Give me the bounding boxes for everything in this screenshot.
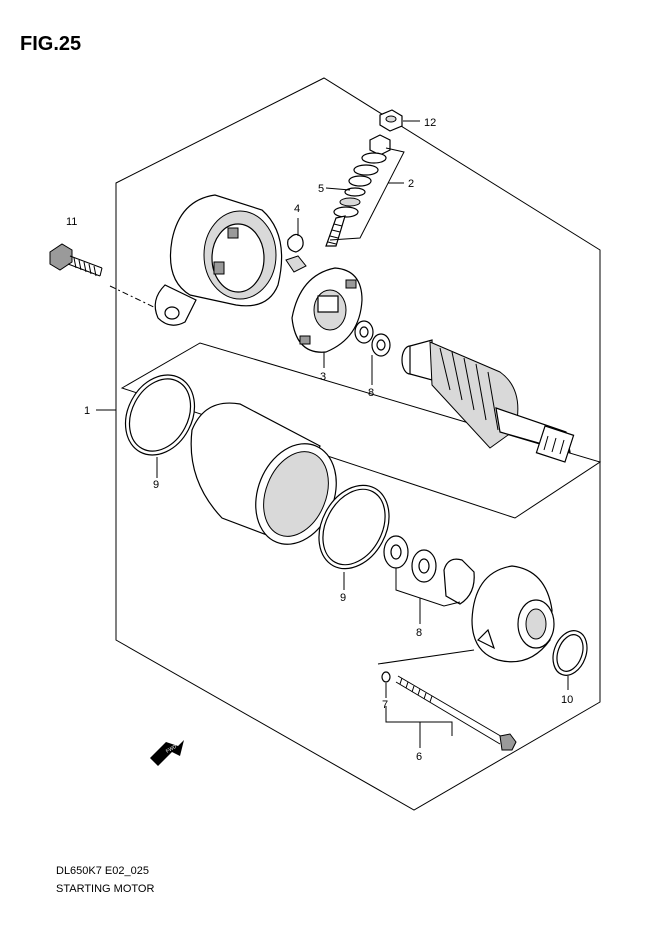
fwd-label: FWD xyxy=(165,744,178,755)
callout-4: 4 xyxy=(294,203,300,215)
leader-5 xyxy=(325,187,351,191)
o-ring-part-9-upper xyxy=(124,374,196,456)
callout-12: 12 xyxy=(424,117,436,129)
callout-3: 3 xyxy=(320,371,326,383)
leader-front-housing xyxy=(377,649,475,665)
callout-7: 7 xyxy=(382,699,388,711)
brush-spring-part-4 xyxy=(287,218,304,253)
figure-title: FIG.25 xyxy=(20,33,81,55)
figure-code: DL650K7 E02_025 xyxy=(56,865,149,877)
callout-2: 2 xyxy=(408,178,414,190)
fwd-arrow: FWD xyxy=(150,740,184,766)
bolt-part-11 xyxy=(49,243,103,277)
callout-8-upper: 8 xyxy=(368,387,374,399)
washers-part-8-lower xyxy=(383,535,475,605)
terminal-stack xyxy=(325,134,391,247)
brush xyxy=(285,255,307,273)
callout-11: 11 xyxy=(66,216,77,228)
bracket-6 xyxy=(385,706,453,736)
armature xyxy=(401,339,575,463)
callout-8-lower: 8 xyxy=(416,627,422,639)
figure-caption: STARTING MOTOR xyxy=(56,883,154,895)
callout-10: 10 xyxy=(561,694,573,706)
subassembly-frame xyxy=(120,342,602,519)
through-bolt-part-6 xyxy=(395,675,517,751)
yoke-housing xyxy=(190,402,337,545)
o-ring-part-10 xyxy=(552,630,588,676)
callout-1: 1 xyxy=(84,405,90,417)
assembly-frame xyxy=(115,77,601,811)
o-ring-part-9-lower xyxy=(318,484,390,570)
callout-9-upper: 9 xyxy=(153,479,159,491)
washers-part-8-upper xyxy=(354,320,391,357)
callout-5: 5 xyxy=(318,183,324,195)
callout-9-lower: 9 xyxy=(340,592,346,604)
nut-part-12 xyxy=(379,109,403,132)
brush-holder-part-3 xyxy=(291,267,363,353)
callout-6: 6 xyxy=(416,751,422,763)
bracket-2 xyxy=(329,147,405,241)
front-housing xyxy=(471,565,555,663)
washer-part-7 xyxy=(381,671,391,683)
rear-cover xyxy=(154,194,283,326)
axis-bolt xyxy=(109,285,161,311)
